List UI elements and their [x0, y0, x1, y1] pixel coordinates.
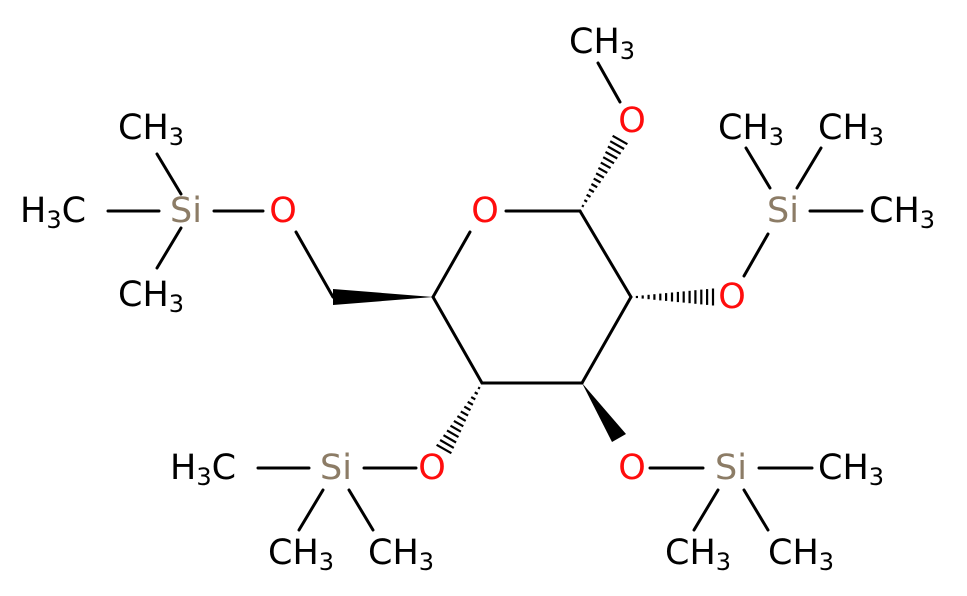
o4-oxygen-label: O: [418, 448, 446, 488]
si2-ch3-topleft-label: CH3: [718, 108, 784, 151]
wedge-C5-C6: [333, 289, 433, 305]
hash-C1-Omethoxy-stroke: [593, 177, 602, 184]
si6-silicon-label: Si: [170, 191, 202, 231]
o2-oxygen-label: O: [718, 277, 746, 317]
bond-Si6-CH3bottom: [155, 226, 183, 270]
bond-Si3-CH3bottomright: [742, 488, 770, 532]
si4-ch3-bottomright-label: CH3: [368, 533, 434, 576]
hash-C4-O4-stroke: [463, 405, 472, 412]
bonds: [106, 61, 864, 532]
hash-C1-Omethoxy-stroke: [609, 140, 625, 150]
hash-C4-O4-stroke: [449, 424, 462, 433]
si3-ch3-right-label: CH3: [818, 448, 884, 491]
hash-C1-Omethoxy-stroke: [586, 193, 592, 198]
bond-Si2-CH3topright: [795, 146, 823, 190]
si4-silicon-label: Si: [320, 448, 352, 488]
hash-C4-O4-stroke: [474, 391, 479, 395]
si6-h3c-left-label: H3C: [20, 191, 86, 234]
hash-C1-Omethoxy-stroke: [595, 172, 605, 179]
bond-O2-Si2: [742, 232, 770, 278]
hash-C1-Omethoxy-stroke: [604, 150, 618, 160]
si3-ch3-bottomleft-label: CH3: [665, 533, 731, 576]
bond-Si4-CH3bottomright: [347, 488, 375, 532]
bond-Omethoxy-CH3: [596, 61, 622, 104]
bond-Si6-CH3top: [155, 152, 183, 196]
hash-C4-O4-stroke: [453, 419, 464, 428]
bond-C1-C2: [578, 209, 633, 299]
si3-ch3-bottomright-label: CH3: [768, 533, 834, 576]
bond-Si2-CH3topleft: [744, 146, 772, 190]
hash-C1-Omethoxy-stroke: [583, 199, 588, 203]
stereo-bonds: [333, 134, 715, 455]
bond-C6-O6: [294, 230, 335, 299]
hash-C4-O4-stroke: [477, 386, 481, 390]
wedge-C3-O3: [582, 383, 626, 442]
hash-C4-O4-stroke: [442, 434, 457, 444]
hash-bonds: [436, 134, 715, 455]
bond-C2-C3: [580, 295, 633, 385]
ring-oxygen-label: O: [471, 191, 499, 231]
hash-C1-Omethoxy-stroke: [600, 161, 612, 170]
hash-C4-O4-stroke: [467, 400, 474, 406]
hash-C4-O4-stroke: [439, 439, 455, 449]
bond-C4-C5: [431, 295, 484, 385]
si4-ch3-bottomleft-label: CH3: [268, 533, 334, 576]
hash-C1-Omethoxy-stroke: [597, 166, 608, 174]
si2-silicon-label: Si: [767, 191, 799, 231]
hash-C4-O4-stroke: [456, 415, 467, 422]
bond-C5-ringO: [431, 230, 472, 299]
hash-C1-Omethoxy-stroke: [612, 134, 628, 146]
atom-labels: O O CH3 O Si CH3 H3C CH3 O Si CH3 CH3 CH…: [20, 22, 935, 576]
bond-Si3-CH3bottomleft: [692, 488, 720, 532]
si2-ch3-right-label: CH3: [869, 191, 935, 234]
hash-C1-Omethoxy-stroke: [602, 156, 615, 165]
hash-C1-Omethoxy-stroke: [590, 183, 598, 189]
si6-ch3-top-label: CH3: [118, 108, 184, 151]
hash-C4-O4-stroke: [460, 410, 469, 417]
hash-C4-O4-stroke: [446, 429, 460, 439]
hash-C1-Omethoxy-stroke: [581, 204, 585, 208]
si6-ch3-bottom-label: CH3: [118, 275, 184, 318]
bond-Si4-CH3bottomleft: [297, 488, 325, 532]
si3-silicon-label: Si: [715, 448, 747, 488]
o3-oxygen-label: O: [618, 448, 646, 488]
hash-C1-Omethoxy-stroke: [607, 145, 622, 155]
methoxy-oxygen-label: O: [618, 101, 646, 141]
methoxy-ch3-label: CH3: [569, 22, 635, 65]
si2-ch3-topright-label: CH3: [818, 108, 884, 151]
si4-h3c-left-label: H3C: [170, 448, 236, 491]
hash-C4-O4-stroke: [436, 443, 452, 455]
hash-C4-O4-stroke: [470, 396, 476, 401]
o6-oxygen-label: O: [269, 191, 297, 231]
hash-C1-Omethoxy-stroke: [588, 188, 595, 194]
